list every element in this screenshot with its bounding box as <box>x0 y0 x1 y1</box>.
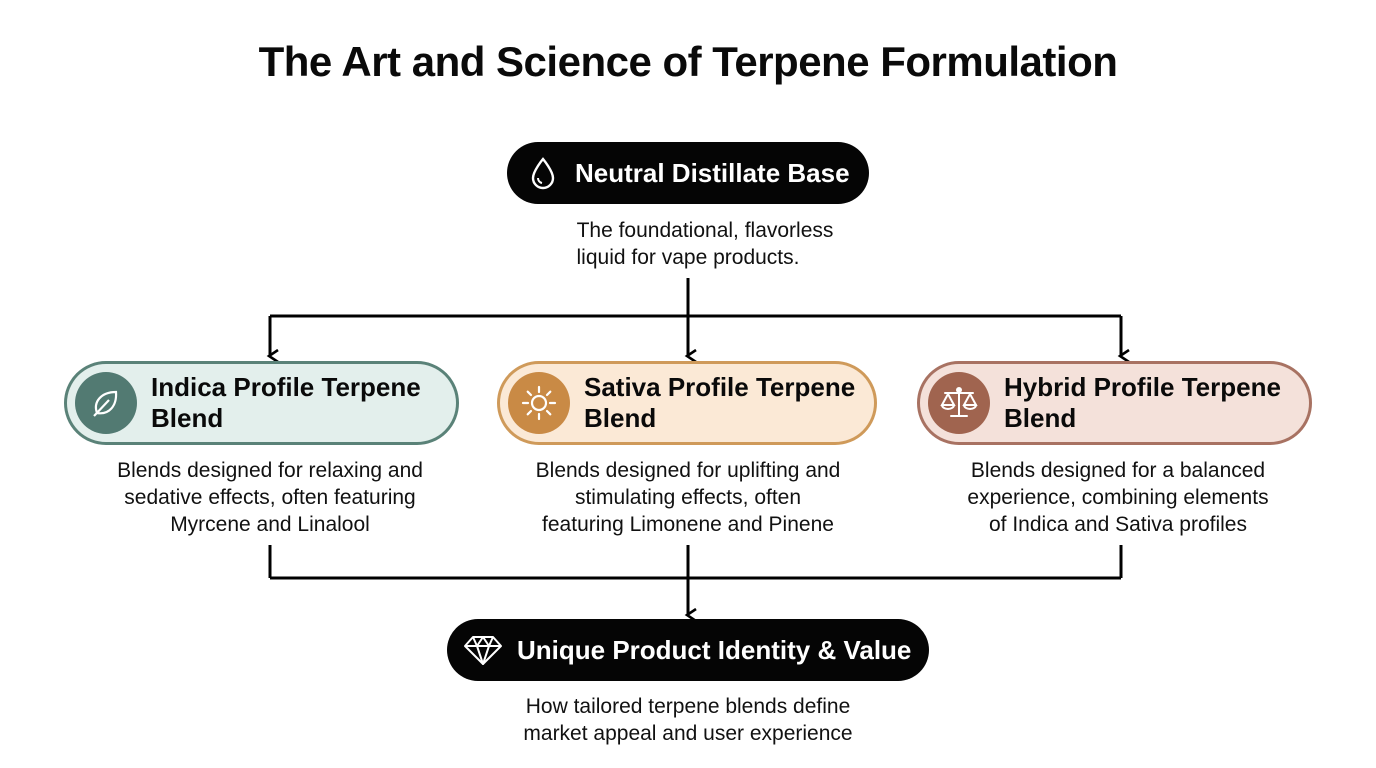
card-label: Sativa Profile Terpene Blend <box>584 372 856 433</box>
node-neutral-distillate-base: Neutral Distillate Base <box>507 142 869 204</box>
hybrid-description: Blends designed for a balanced experienc… <box>967 459 1269 536</box>
sun-icon <box>508 372 570 434</box>
node-label: Neutral Distillate Base <box>575 157 850 188</box>
card-label: Indica Profile Terpene Blend <box>151 372 421 433</box>
node-label: Unique Product Identity & Value <box>517 634 912 665</box>
node-description: How tailored terpene blends define marke… <box>523 695 853 745</box>
node-unique-product-identity: Unique Product Identity & Value <box>447 619 929 681</box>
diagram-title: The Art and Science of Terpene Formulati… <box>258 38 1118 85</box>
node-description: The foundational, flavorless liquid for … <box>576 219 834 269</box>
card-label: Hybrid Profile Terpene Blend <box>1004 372 1281 433</box>
diamond-icon <box>463 632 503 668</box>
card-hybrid-profile: Hybrid Profile Terpene Blend <box>917 361 1312 445</box>
sativa-description: Blends designed for uplifting and stimul… <box>535 459 841 536</box>
card-indica-profile: Indica Profile Terpene Blend <box>64 361 459 445</box>
indica-description: Blends designed for relaxing and sedativ… <box>117 459 423 536</box>
balance-scale-icon <box>928 372 990 434</box>
droplet-icon <box>525 155 561 191</box>
card-sativa-profile: Sativa Profile Terpene Blend <box>497 361 877 445</box>
leaf-icon <box>75 372 137 434</box>
